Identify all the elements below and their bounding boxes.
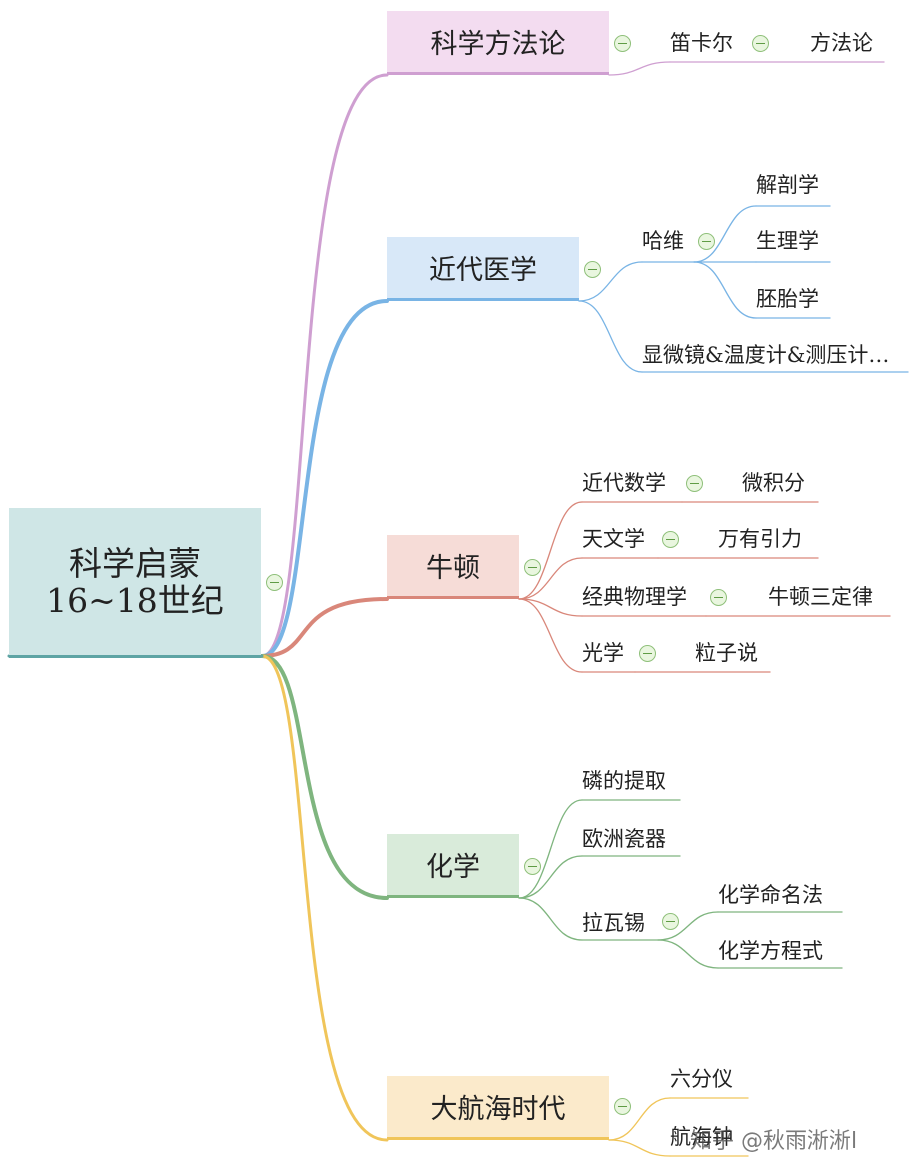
child-connector	[608, 1139, 671, 1157]
root-node[interactable]: 科学启蒙 16~18世纪	[9, 508, 261, 658]
branch-collapse-icon[interactable]	[614, 1098, 631, 1115]
node-label[interactable]: 天文学	[582, 527, 645, 551]
child-connector	[693, 261, 757, 319]
node-label[interactable]: 光学	[582, 641, 624, 665]
child-connector	[693, 205, 757, 263]
node-label[interactable]: 牛顿三定律	[768, 585, 873, 609]
node-label[interactable]: 化学方程式	[718, 939, 823, 963]
node-collapse-icon[interactable]	[710, 589, 727, 606]
branch-node-methodology[interactable]: 科学方法论	[387, 11, 609, 75]
node-label[interactable]: 方法论	[810, 31, 873, 55]
child-connector	[578, 300, 643, 373]
node-label[interactable]: 拉瓦锡	[582, 911, 645, 935]
node-label[interactable]: 磷的提取	[582, 769, 666, 793]
branch-collapse-icon[interactable]	[524, 559, 541, 576]
branch-label: 牛顿	[426, 553, 480, 584]
branch-node-chemistry[interactable]: 化学	[387, 834, 519, 898]
root-collapse-icon[interactable]	[266, 574, 283, 591]
node-collapse-icon[interactable]	[698, 233, 715, 250]
branch-node-age-of-discovery[interactable]: 大航海时代	[387, 1076, 609, 1140]
branch-label: 科学方法论	[430, 29, 566, 60]
node-label[interactable]: 欧洲瓷器	[582, 827, 666, 851]
node-collapse-icon[interactable]	[662, 531, 679, 548]
node-label[interactable]: 航海钟	[670, 1125, 733, 1149]
child-connector	[518, 598, 583, 617]
watermark-text: 知乎 @秋雨淅淅l	[690, 1129, 858, 1154]
trunk-connector	[260, 597, 389, 658]
branch-collapse-icon[interactable]	[584, 261, 601, 278]
trunk-connector	[260, 654, 389, 1142]
node-label[interactable]: 近代数学	[582, 471, 666, 495]
child-connector	[578, 261, 643, 302]
node-label[interactable]: 万有引力	[718, 527, 802, 551]
child-connector	[608, 1097, 671, 1141]
node-collapse-icon[interactable]	[662, 913, 679, 930]
branch-label: 化学	[426, 852, 480, 883]
node-label[interactable]: 经典物理学	[582, 585, 687, 609]
node-label[interactable]: 粒子说	[695, 641, 758, 665]
branch-collapse-icon[interactable]	[524, 858, 541, 875]
trunk-connector	[260, 73, 389, 658]
child-connector	[518, 501, 583, 600]
node-label[interactable]: 微积分	[742, 471, 805, 495]
child-connector	[518, 799, 583, 899]
branch-label: 大航海时代	[430, 1094, 566, 1125]
child-connector	[518, 897, 583, 941]
node-label[interactable]: 解剖学	[756, 173, 819, 197]
node-collapse-icon[interactable]	[686, 475, 703, 492]
child-connector	[518, 557, 583, 600]
node-label[interactable]: 六分仪	[670, 1067, 733, 1091]
branch-label: 近代医学	[429, 255, 537, 286]
node-label[interactable]: 显微镜&温度计&测压计…	[642, 343, 890, 367]
branch-collapse-icon[interactable]	[614, 35, 631, 52]
child-connector	[518, 855, 583, 899]
node-label[interactable]: 胚胎学	[756, 287, 819, 311]
node-label[interactable]: 笛卡尔	[670, 31, 733, 55]
trunk-connector	[260, 299, 389, 658]
root-title: 科学启蒙	[69, 543, 201, 583]
node-label[interactable]: 哈维	[642, 229, 684, 253]
child-connector	[608, 61, 671, 76]
child-connector	[657, 911, 719, 941]
node-label[interactable]: 生理学	[756, 229, 819, 253]
child-connector	[657, 939, 719, 969]
root-subtitle: 16~18世纪	[46, 580, 224, 620]
branch-node-newton[interactable]: 牛顿	[387, 535, 519, 599]
node-collapse-icon[interactable]	[752, 35, 769, 52]
trunk-connector	[260, 654, 389, 900]
node-label[interactable]: 化学命名法	[718, 883, 823, 907]
branch-node-modern-medicine[interactable]: 近代医学	[387, 237, 579, 301]
node-collapse-icon[interactable]	[639, 645, 656, 662]
child-connector	[518, 598, 583, 673]
